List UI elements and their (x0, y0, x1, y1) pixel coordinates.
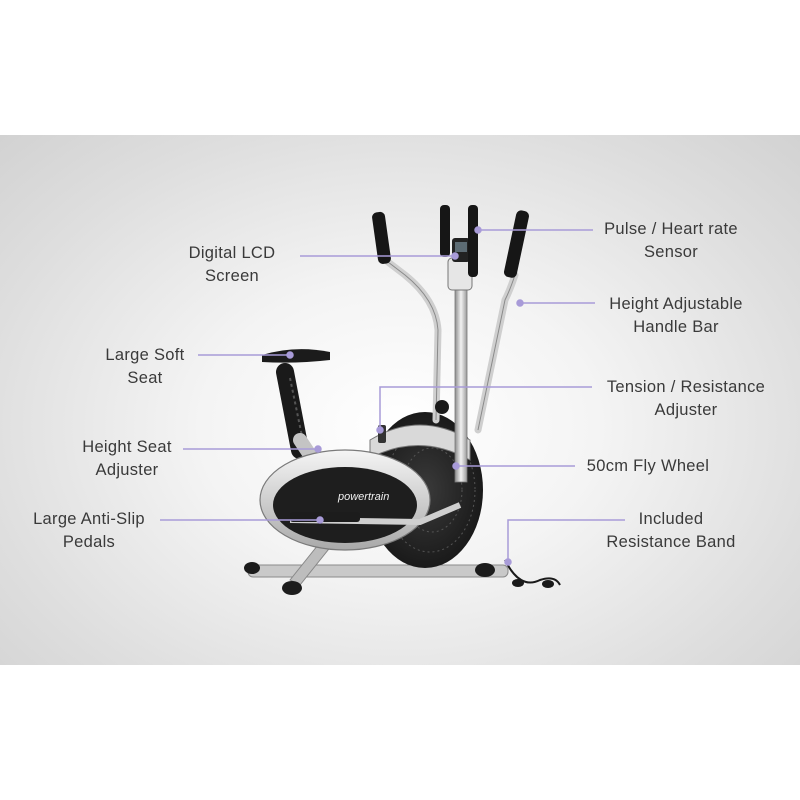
callout-text: Screen (204, 267, 260, 285)
callout-text: Sensor (643, 243, 699, 261)
callout-text: Digital LCD (188, 244, 276, 262)
callout-text: Resistance Band (606, 533, 736, 551)
callout-height-adjustable-handle-bar: Height Adjustable Handle Bar (598, 293, 754, 339)
callout-pulse-heart-rate-sensor: Pulse / Heart rate Sensor (596, 218, 746, 264)
callout-anti-slip-pedals: Large Anti-Slip Pedals (22, 508, 156, 554)
callout-text: 50cm Fly Wheel (586, 457, 710, 475)
callout-text: Large Anti-Slip (33, 510, 145, 528)
callout-text: Height Seat (82, 438, 172, 456)
callout-text: Tension / Resistance (606, 378, 766, 396)
callout-text: Pedals (62, 533, 116, 551)
callout-digital-lcd-screen: Digital LCD Screen (180, 242, 284, 288)
callout-height-seat-adjuster: Height Seat Adjuster (74, 436, 180, 482)
callout-text: Adjuster (95, 461, 159, 479)
callout-included-resistance-band: Included Resistance Band (598, 508, 744, 554)
callout-text: Height Adjustable (609, 295, 743, 313)
callout-tension-resistance-adjuster: Tension / Resistance Adjuster (596, 376, 776, 422)
callout-text: Pulse / Heart rate (604, 220, 738, 238)
callout-text: Included (638, 510, 704, 528)
callout-large-soft-seat: Large Soft Seat (96, 344, 194, 390)
callout-50cm-fly-wheel: 50cm Fly Wheel (578, 455, 718, 478)
brand-logo: powertrain (337, 491, 389, 503)
callout-text: Seat (127, 369, 163, 387)
callout-text: Handle Bar (633, 318, 719, 336)
callout-text: Large Soft (105, 346, 185, 364)
callout-text: Adjuster (654, 401, 718, 419)
